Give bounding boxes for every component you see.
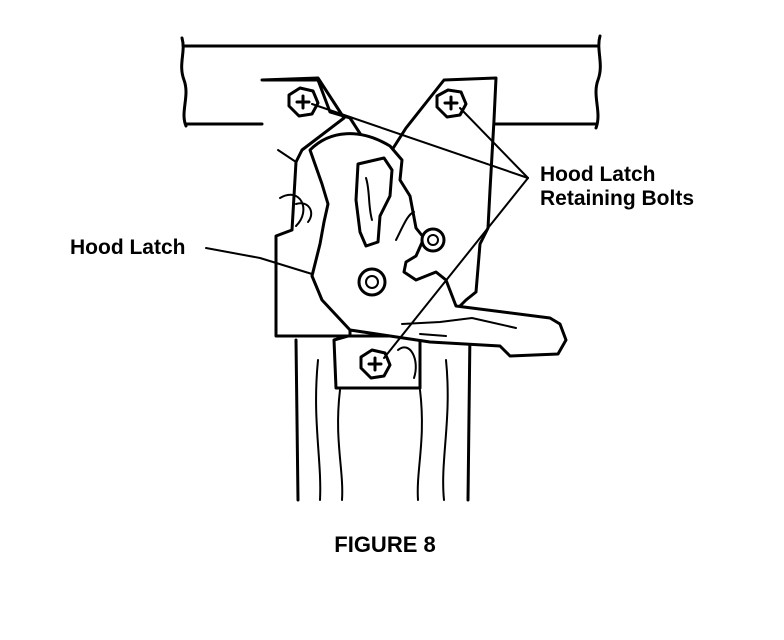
leader-lines	[205, 103, 529, 359]
retaining-bolts-label-line1: Hood Latch	[540, 163, 656, 186]
retaining-bolt-upper-left	[287, 86, 320, 118]
retaining-bolt-upper-right	[435, 88, 468, 119]
pivot-rivets	[295, 202, 446, 297]
radiator-support	[180, 34, 602, 130]
retaining-bolt-lower	[359, 348, 392, 380]
hood-latch	[308, 132, 568, 358]
retaining-bolts-label-line2: Retaining Bolts	[540, 187, 694, 210]
hood-latch-label: Hood Latch	[70, 236, 186, 259]
figure-caption: FIGURE 8	[334, 532, 435, 557]
support-post	[294, 328, 472, 502]
